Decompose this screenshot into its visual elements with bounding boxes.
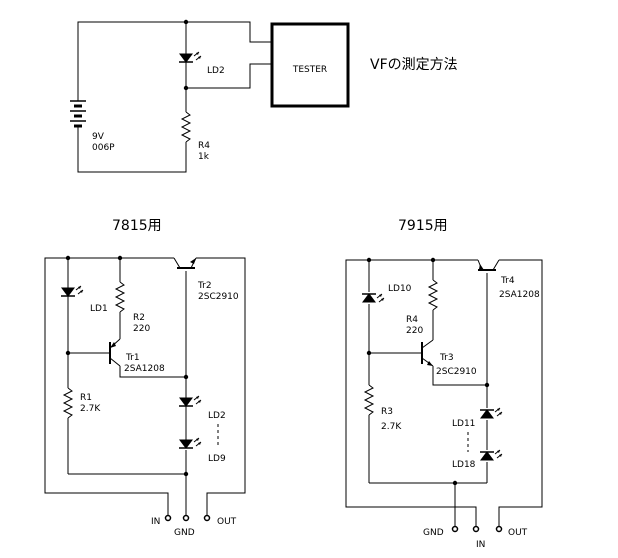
led-ld2-icon — [179, 395, 202, 410]
led-ld9-icon — [179, 424, 202, 449]
r3-value-label: 2.7K — [381, 422, 402, 432]
junction-dot — [65, 255, 71, 261]
led-ld2-icon — [179, 44, 202, 64]
r2-value-label: 220 — [133, 324, 150, 334]
tr2-part-label: 2SC2910 — [198, 292, 239, 302]
led-label: LD2 — [207, 66, 225, 76]
circuit-7915-title: 7915用 — [398, 218, 448, 234]
circuit-7815: 7815用 — [44, 218, 246, 538]
resistor-r4-icon — [427, 279, 439, 311]
r2-name-label: R2 — [133, 313, 145, 323]
circuit-7815-title: 7815用 — [112, 218, 162, 234]
tester-box — [270, 22, 350, 108]
wire-tr3-emitter — [432, 366, 487, 386]
wire-bottom-loop — [77, 128, 187, 173]
transistor-tr3-icon — [421, 339, 434, 367]
junction-dot — [366, 257, 372, 263]
transistor-tr1-icon — [109, 338, 121, 367]
terminal-gnd — [451, 525, 459, 533]
junction-dot — [183, 374, 189, 380]
battery-icon — [70, 95, 86, 128]
resistor-r3-icon — [363, 384, 375, 416]
battery-type-label: 006P — [92, 143, 115, 153]
wire-tester-top — [186, 21, 272, 43]
resistor-value-label: 1k — [198, 152, 210, 162]
junction-dot — [430, 257, 436, 263]
vf-title: VFの測定方法 — [370, 57, 458, 73]
tr2-name-label: Tr2 — [197, 281, 212, 291]
r1-name-label: R1 — [80, 393, 92, 403]
r1-value-label: 2.7K — [80, 404, 101, 414]
led-ld10-icon — [362, 293, 385, 303]
out-label: OUT — [508, 528, 528, 538]
ld-first-label: LD2 — [208, 411, 226, 421]
terminal-out — [203, 514, 211, 522]
tr1-part-label: 2SA1208 — [124, 364, 165, 374]
ld-last-label: LD18 — [452, 460, 476, 470]
resistor-r4-icon — [180, 111, 192, 143]
junction-dot — [452, 480, 458, 486]
gnd-label: GND — [423, 528, 444, 538]
tr3-name-label: Tr3 — [439, 353, 454, 363]
junction-dot — [183, 19, 189, 25]
r4-value-label: 220 — [406, 326, 423, 336]
resistor-r2-icon — [114, 281, 126, 313]
tester-label: TESTER — [292, 65, 327, 75]
transistor-tr2-icon — [173, 257, 197, 269]
in-label: IN — [151, 517, 160, 527]
terminal-in — [472, 525, 480, 533]
r4-name-label: R4 — [406, 315, 418, 325]
led-ld1-icon — [61, 285, 84, 302]
junction-dot — [65, 350, 71, 356]
wire-tr1-collector — [119, 366, 186, 378]
r3-name-label: R3 — [381, 407, 393, 417]
wire-tester-bottom — [186, 63, 272, 89]
gnd-label: GND — [174, 528, 195, 538]
wire-out-frame — [196, 257, 246, 517]
tr4-name-label: Tr4 — [500, 276, 515, 286]
wire-in-frame — [345, 259, 478, 528]
wire-in-frame — [44, 257, 174, 517]
in-label: IN — [476, 540, 485, 550]
vf-measurement-circuit: 9V 006P LD2 R4 1k TESTER VFの測定方法 — [70, 19, 458, 173]
tr1-name-label: Tr1 — [125, 353, 140, 363]
resistor-r1-icon — [62, 387, 74, 419]
circuit-7915: 7915用 — [345, 218, 543, 550]
battery-voltage-label: 9V — [92, 132, 105, 142]
ld-first-label: LD11 — [452, 419, 475, 429]
tr3-part-label: 2SC2910 — [436, 367, 477, 377]
terminal-out — [495, 525, 503, 533]
ld1-label: LD1 — [90, 304, 108, 314]
resistor-name-label: R4 — [198, 141, 210, 151]
tr4-part-label: 2SA1208 — [499, 290, 540, 300]
terminal-in — [164, 514, 172, 522]
junction-dot — [183, 85, 189, 91]
ld10-label: LD10 — [388, 284, 412, 294]
junction-dot — [366, 350, 372, 356]
out-label: OUT — [217, 517, 237, 527]
junction-dot — [117, 255, 123, 261]
ld-last-label: LD9 — [208, 454, 226, 464]
junction-dot — [484, 382, 490, 388]
led-ld11-icon — [480, 407, 503, 419]
wire-battery-top — [77, 21, 187, 95]
transistor-tr4-icon — [477, 259, 500, 271]
led-ld18-icon — [480, 449, 503, 461]
wire-out-frame — [498, 259, 543, 528]
terminal-gnd — [182, 514, 190, 522]
junction-dot — [183, 471, 189, 477]
